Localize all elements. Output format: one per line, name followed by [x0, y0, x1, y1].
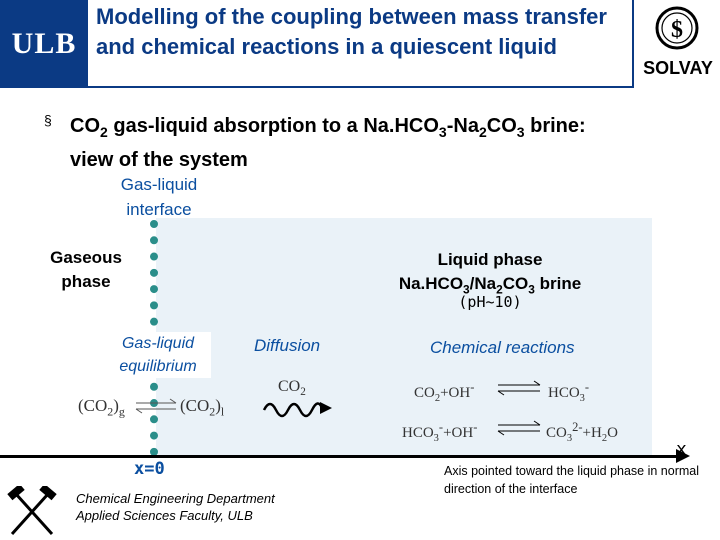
bullet-text: CO2 gas-liquid absorption to a Na.HCO3-N… — [70, 112, 710, 174]
reaction-2-reactants: HCO3-+OH- — [402, 420, 478, 444]
solvay-emblem-icon: $ — [655, 6, 699, 50]
diffusing-species: CO2 — [278, 378, 306, 399]
ulb-logo-text: ULB — [11, 27, 77, 60]
equilibrium-gas-species: (CO2)g — [78, 396, 125, 419]
x-axis-arrowhead-icon — [676, 449, 690, 463]
bullet-marker: § — [44, 112, 52, 128]
reaction-2-products: CO32-+H2O — [546, 420, 618, 444]
gaseous-phase-label: Gaseous phase — [50, 248, 122, 291]
interface-label: Gas-liquid interface — [120, 175, 198, 219]
header-divider — [88, 86, 633, 88]
equilibrium-liquid-species: (CO2)l — [180, 396, 225, 419]
x-axis-line — [0, 455, 685, 458]
equilibrium-label: Gas-liquid equilibrium — [105, 332, 211, 378]
reaction-2-arrows-icon — [497, 420, 541, 436]
reaction-1-reactants: CO2+OH- — [414, 380, 475, 404]
header-vertical-divider — [632, 0, 634, 88]
x-origin-label: x=0 — [134, 459, 165, 479]
ph-label: (pH~10) — [458, 293, 522, 311]
liquid-region — [156, 218, 652, 458]
solvay-logo-text: SOLVAY — [643, 58, 713, 78]
slide-title: Modelling of the coupling between mass t… — [96, 4, 607, 59]
diffusion-label: Diffusion — [254, 336, 321, 355]
department-credit: Chemical Engineering Department Applied … — [76, 491, 275, 523]
crossed-hammers-logo-icon — [7, 486, 57, 536]
diffusion-wavy-arrow-icon — [262, 402, 332, 418]
svg-text:$: $ — [671, 17, 683, 43]
x-axis-label: x — [676, 439, 687, 460]
liquid-phase-label: Liquid phase Na.HCO3/Na2CO3 brine — [398, 250, 582, 297]
axis-note: Axis pointed toward the liquid phase in … — [444, 464, 700, 496]
ulb-logo: ULB — [0, 0, 88, 88]
reaction-1-arrows-icon — [497, 380, 541, 396]
solvay-logo: $ — [636, 2, 718, 82]
bullet-line-1: CO2 gas-liquid absorption to a Na.HCO3-N… — [70, 115, 586, 140]
chemical-reactions-label: Chemical reactions — [430, 338, 575, 357]
reaction-1-products: HCO3- — [548, 380, 590, 404]
bullet-line-2: view of the system — [70, 149, 248, 171]
equilibrium-arrows-icon — [135, 398, 177, 414]
